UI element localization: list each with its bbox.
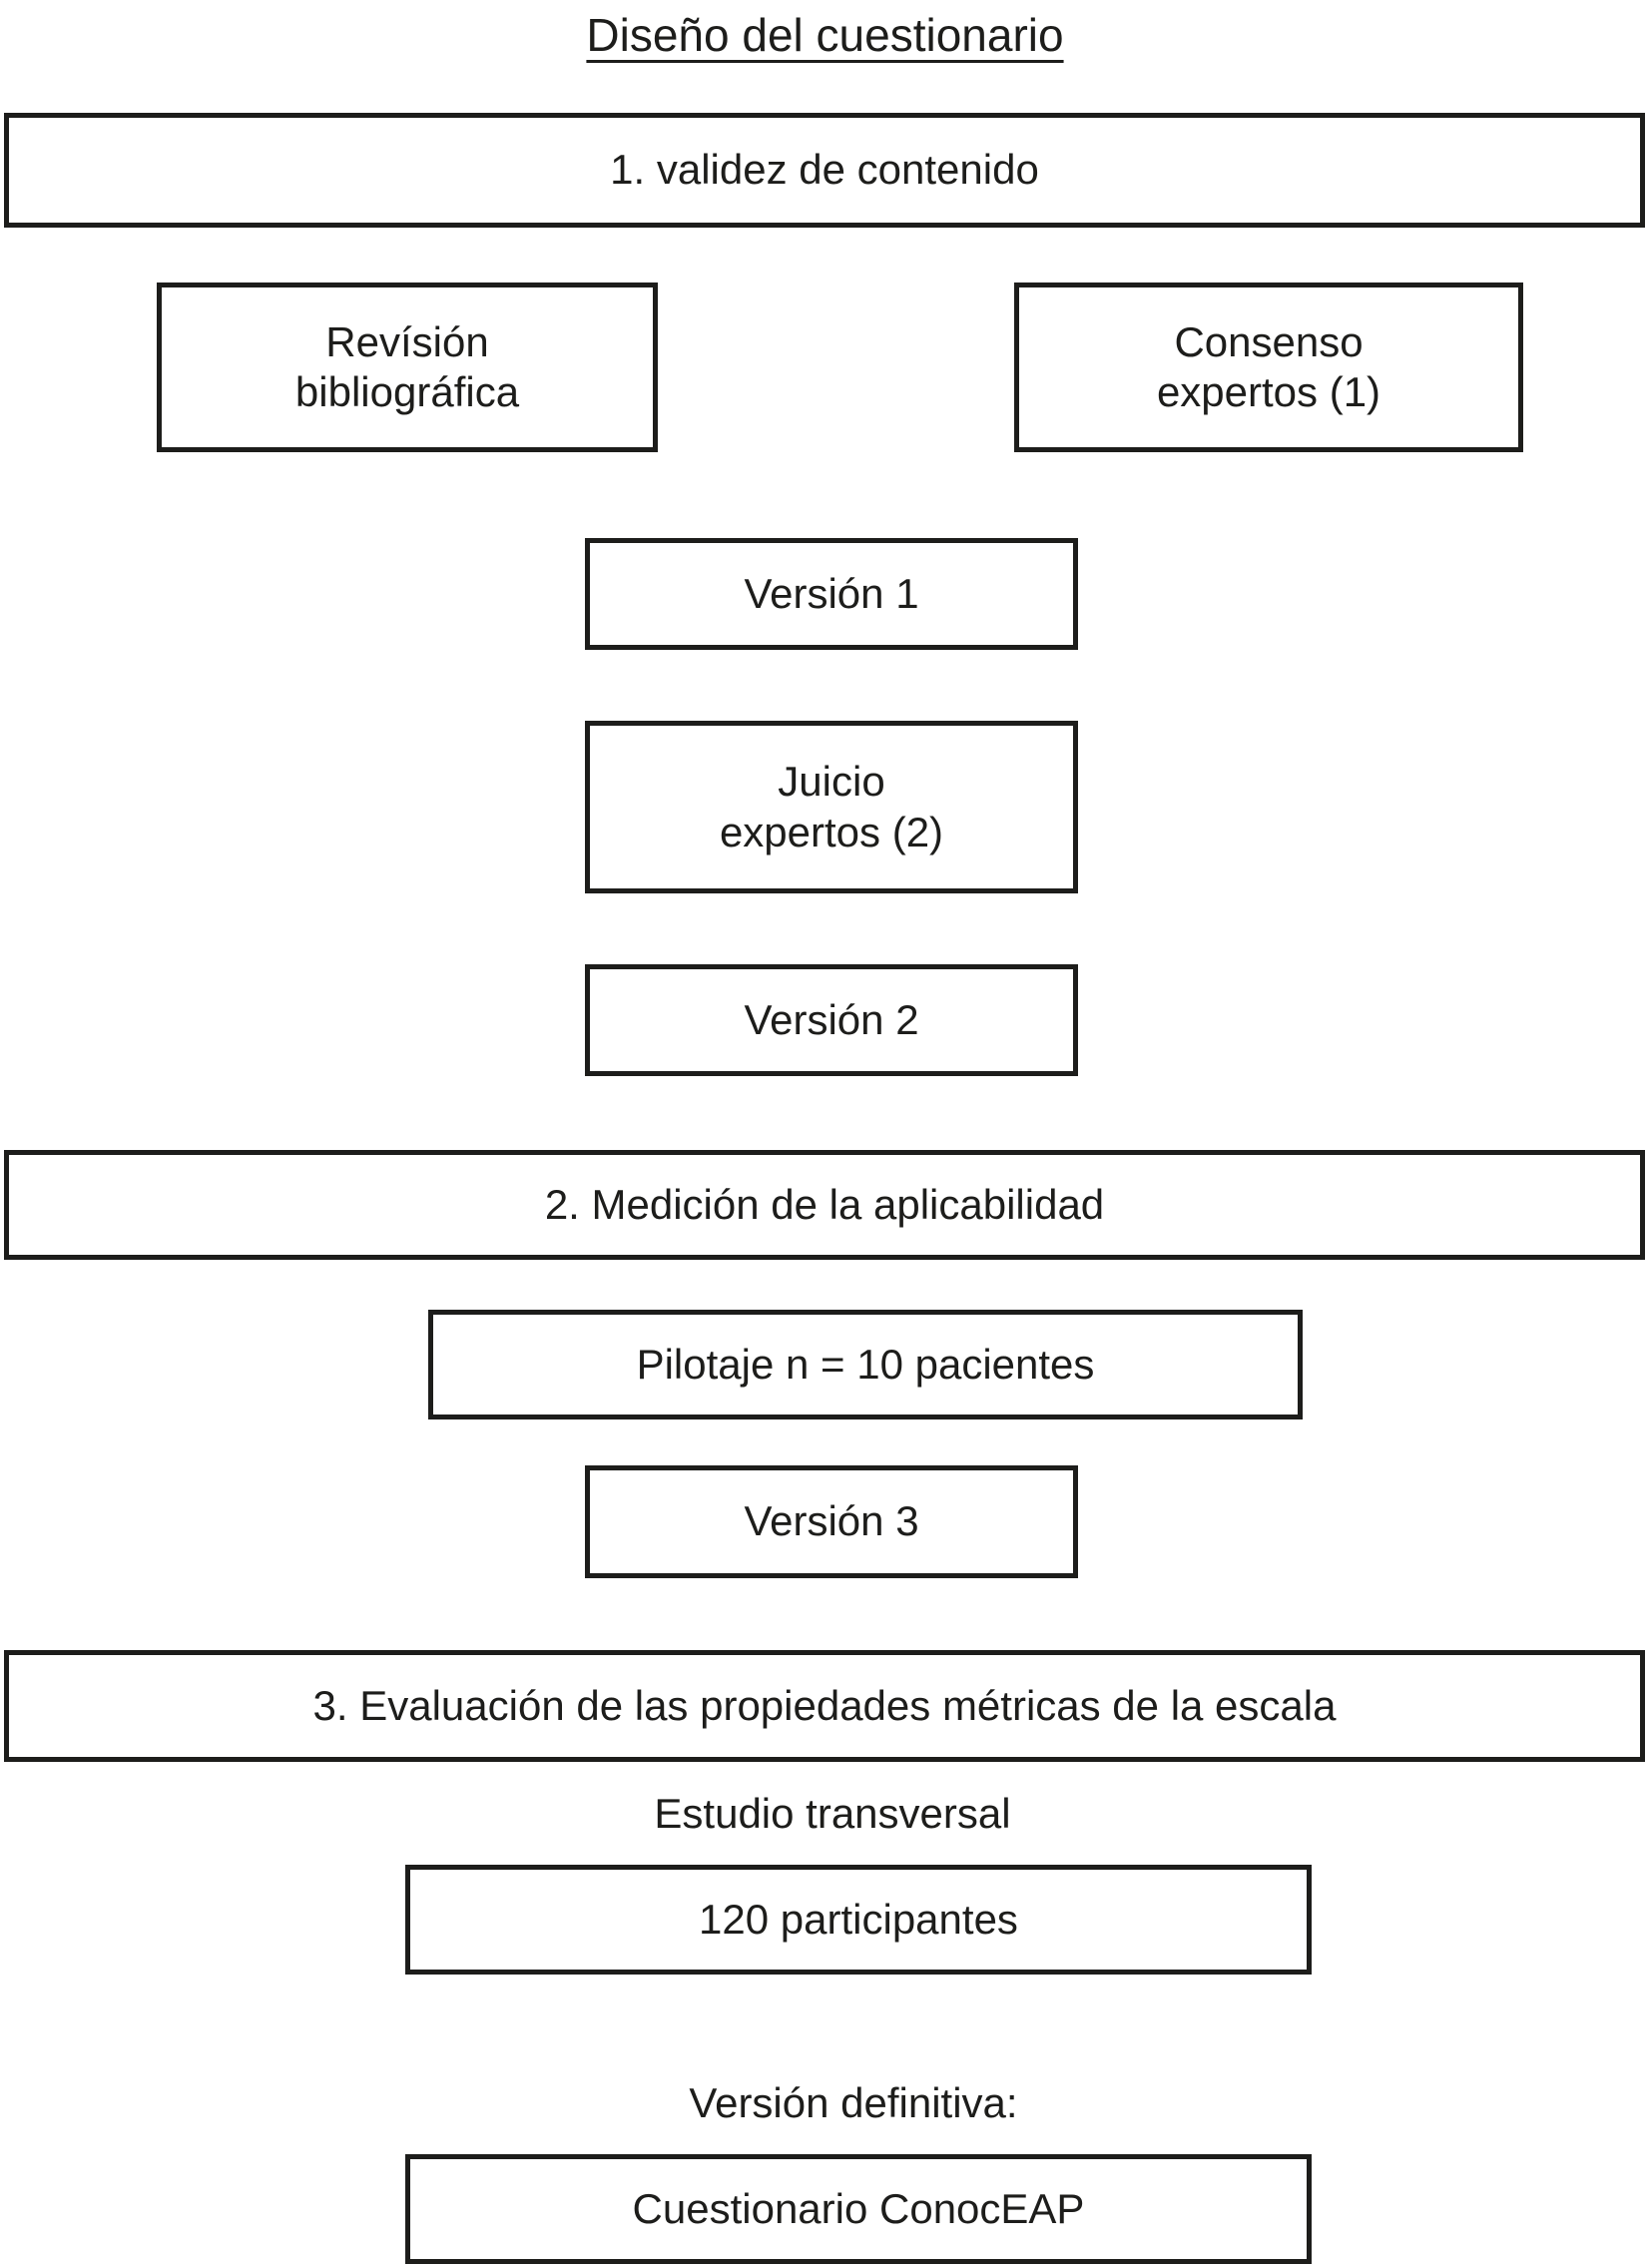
version-3-box: Versión 3 — [585, 1465, 1078, 1578]
expert-judgement-box: Juicio expertos (2) — [585, 721, 1078, 893]
participants-label: 120 participantes — [699, 1895, 1018, 1943]
version-2-box: Versión 2 — [585, 964, 1078, 1076]
cross-sectional-study-text: Estudio transversal — [654, 1790, 1011, 1838]
version-1-box: Versión 1 — [585, 538, 1078, 650]
phase-1-content-validity-box: 1. validez de contenido — [4, 113, 1645, 228]
participants-box: 120 participantes — [405, 1865, 1312, 1975]
pilot-test-box: Pilotaje n = 10 pacientes — [428, 1310, 1303, 1419]
version-2-label: Versión 2 — [744, 995, 919, 1043]
phase-3-label: 3. Evaluación de las propiedades métrica… — [312, 1681, 1337, 1729]
version-1-label: Versión 1 — [744, 569, 919, 617]
literature-review-label: Revísión bibliográfica — [294, 317, 520, 415]
literature-review-box: Revísión bibliográfica — [157, 283, 658, 452]
version-3-label: Versión 3 — [744, 1497, 919, 1545]
expert-consensus-label: Consenso expertos (1) — [1156, 317, 1381, 415]
final-version-label: Versión definitiva: — [354, 2076, 1353, 2131]
phase-1-label: 1. validez de contenido — [610, 146, 1039, 194]
final-version-text: Versión definitiva: — [689, 2079, 1018, 2127]
phase-2-label: 2. Medición de la aplicabilidad — [544, 1180, 1105, 1228]
expert-consensus-box: Consenso expertos (1) — [1014, 283, 1523, 452]
phase-3-metric-properties-box: 3. Evaluación de las propiedades métrica… — [4, 1650, 1645, 1762]
diagram-title: Diseño del cuestionario — [0, 6, 1650, 66]
conoceap-questionnaire-box: Cuestionario ConocEAP — [405, 2154, 1312, 2264]
phase-2-applicability-box: 2. Medición de la aplicabilidad — [4, 1150, 1645, 1260]
pilot-test-label: Pilotaje n = 10 pacientes — [636, 1340, 1095, 1388]
diagram-title-text: Diseño del cuestionario — [586, 9, 1064, 61]
expert-judgement-label: Juicio expertos (2) — [719, 758, 944, 855]
cross-sectional-study-label: Estudio transversal — [333, 1787, 1332, 1842]
conoceap-questionnaire-label: Cuestionario ConocEAP — [632, 2184, 1085, 2232]
